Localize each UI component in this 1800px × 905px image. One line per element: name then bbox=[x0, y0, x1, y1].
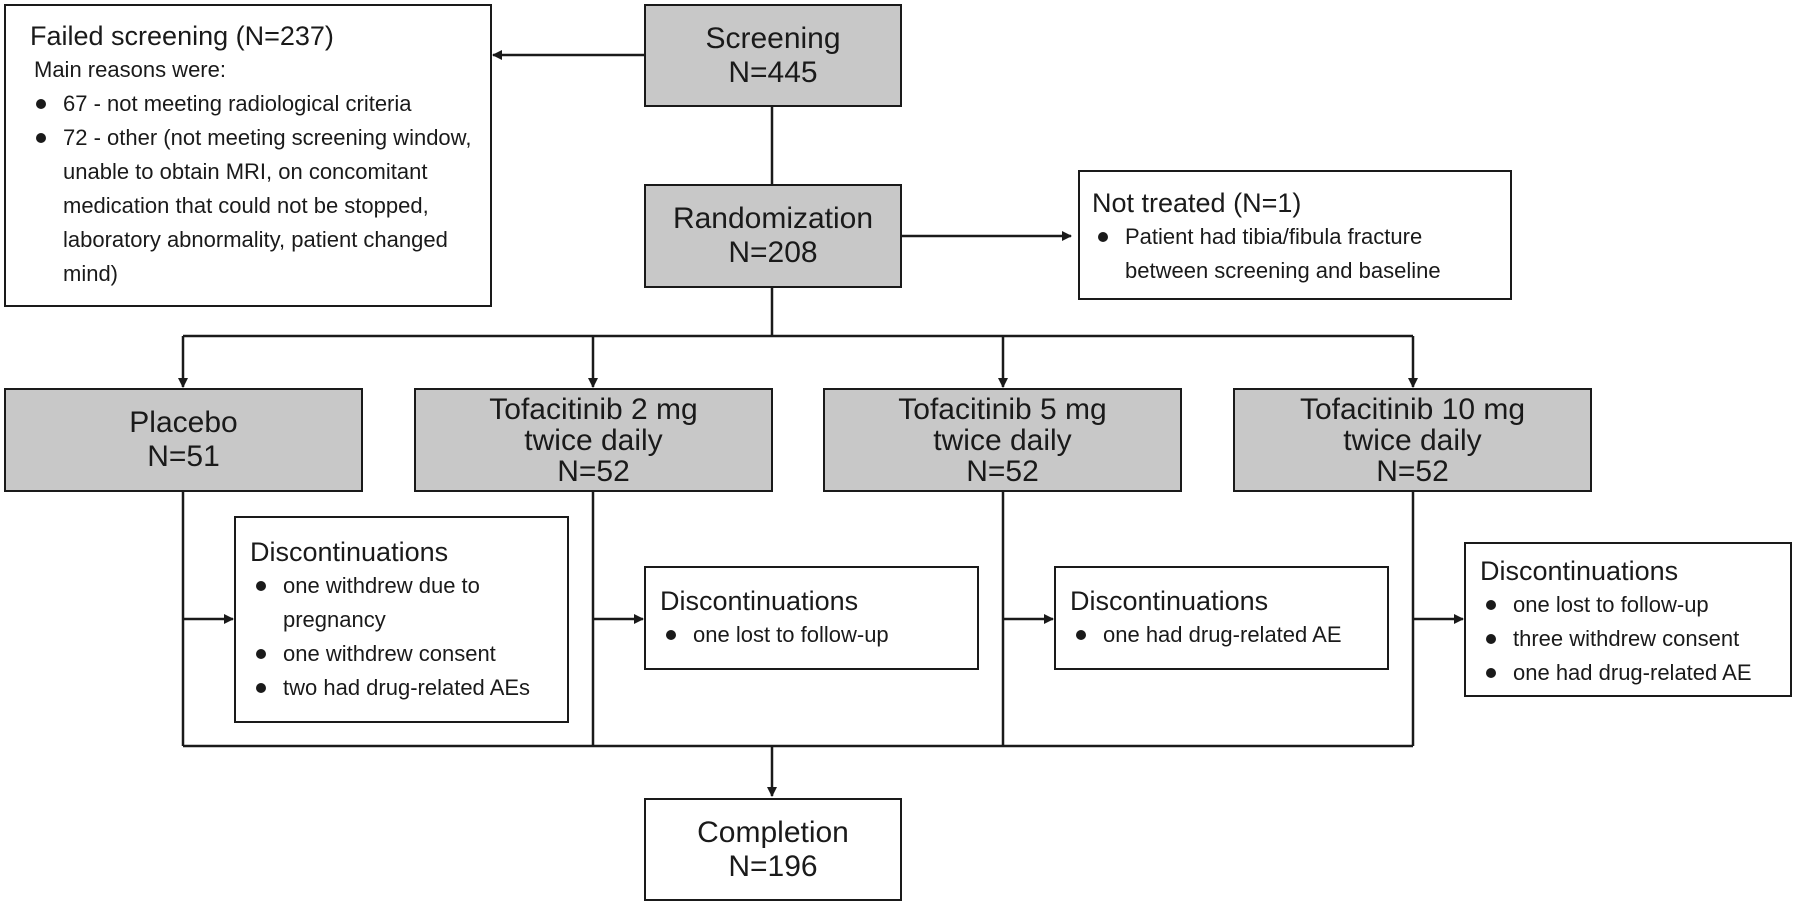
discontinuation-item: one lost to follow-up bbox=[660, 618, 969, 652]
arm-dosing: twice daily bbox=[1343, 423, 1482, 457]
discontinuation-item: one withdrew due to pregnancy bbox=[250, 569, 559, 637]
discontinuation-item: one had drug-related AE bbox=[1480, 656, 1782, 690]
completion-box: Completion N=196 bbox=[644, 798, 902, 901]
not-treated-box: Not treated (N=1) Patient had tibia/fibu… bbox=[1078, 170, 1512, 300]
failed-screening-title: Failed screening (N=237) bbox=[30, 21, 334, 51]
arm-label: Placebo bbox=[129, 406, 238, 439]
discontinuation-item: three withdrew consent bbox=[1480, 622, 1782, 656]
discontinuation-item: one had drug-related AE bbox=[1070, 618, 1379, 652]
completion-title: Completion bbox=[697, 815, 849, 849]
not-treated-title: Not treated (N=1) bbox=[1092, 188, 1302, 218]
randomization-title: Randomization bbox=[672, 202, 874, 235]
discontinuations-title: Discontinuations bbox=[250, 537, 449, 567]
arm-count: N=52 bbox=[557, 454, 630, 488]
randomization-box: Randomization N=208 bbox=[644, 184, 902, 288]
failed-screening-box: Failed screening (N=237) Main reasons we… bbox=[4, 4, 492, 307]
screening-title: Screening bbox=[705, 21, 841, 55]
discontinuation-item: one lost to follow-up bbox=[1480, 588, 1782, 622]
arm-tofacitinib-5mg-box: Tofacitinib 5 mg twice daily N=52 bbox=[823, 388, 1182, 492]
arm-label: Tofacitinib 10 mg bbox=[1299, 392, 1526, 426]
arm-count: N=51 bbox=[147, 440, 220, 473]
discontinuations-title: Discontinuations bbox=[1480, 556, 1679, 586]
arm-count: N=52 bbox=[966, 454, 1039, 488]
randomization-count: N=208 bbox=[728, 236, 818, 269]
failed-screening-subtitle: Main reasons were: bbox=[34, 57, 226, 82]
arm-label: Tofacitinib 2 mg bbox=[489, 392, 698, 426]
arm-placebo-box: Placebo N=51 bbox=[4, 388, 363, 492]
discontinuations-5mg-box: Discontinuations one had drug-related AE bbox=[1054, 566, 1389, 670]
not-treated-reason: Patient had tibia/fibula fracture betwee… bbox=[1092, 220, 1500, 288]
failed-reason-item: 67 - not meeting radiological criteria bbox=[30, 87, 480, 121]
arm-count: N=52 bbox=[1376, 454, 1449, 488]
discontinuations-10mg-box: Discontinuations one lost to follow-up t… bbox=[1464, 542, 1792, 697]
arm-label: Tofacitinib 5 mg bbox=[898, 392, 1107, 426]
discontinuations-placebo-box: Discontinuations one withdrew due to pre… bbox=[234, 516, 569, 723]
screening-count: N=445 bbox=[728, 55, 818, 89]
discontinuations-title: Discontinuations bbox=[1070, 586, 1269, 616]
arm-dosing: twice daily bbox=[933, 423, 1072, 457]
discontinuation-item: two had drug-related AEs bbox=[250, 671, 559, 705]
discontinuations-title: Discontinuations bbox=[660, 586, 859, 616]
discontinuations-2mg-box: Discontinuations one lost to follow-up bbox=[644, 566, 979, 670]
failed-reason-item: 72 - other (not meeting screening window… bbox=[30, 121, 480, 291]
completion-count: N=196 bbox=[728, 849, 818, 883]
arm-tofacitinib-10mg-box: Tofacitinib 10 mg twice daily N=52 bbox=[1233, 388, 1592, 492]
arm-tofacitinib-2mg-box: Tofacitinib 2 mg twice daily N=52 bbox=[414, 388, 773, 492]
arm-dosing: twice daily bbox=[524, 423, 663, 457]
discontinuation-item: one withdrew consent bbox=[250, 637, 559, 671]
screening-box: Screening N=445 bbox=[644, 4, 902, 107]
